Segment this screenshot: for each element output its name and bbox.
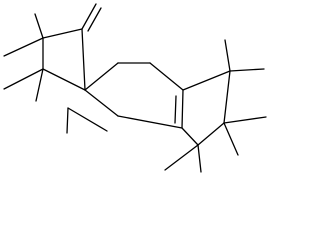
bond	[149, 62, 184, 91]
right-ring-methyl-groups	[164, 39, 267, 173]
cyclopentane-ring-left	[42, 28, 86, 91]
bond	[197, 144, 202, 173]
bond	[3, 37, 44, 57]
bond	[66, 107, 69, 134]
bond	[35, 68, 44, 102]
cyclohexene-ring-center	[84, 62, 184, 129]
bond	[164, 144, 199, 171]
bond	[84, 62, 119, 91]
bond	[229, 68, 265, 72]
bond	[181, 127, 199, 146]
bond	[34, 13, 44, 39]
bond	[223, 122, 239, 156]
molecule-canvas	[3, 3, 267, 173]
bond	[224, 39, 231, 72]
molecule-structure	[3, 3, 267, 173]
bond	[67, 107, 108, 132]
bond	[81, 3, 97, 30]
cyclopentene-ring-right	[181, 70, 231, 146]
bond	[42, 68, 86, 91]
bond	[223, 70, 231, 124]
bond	[223, 116, 267, 124]
bond	[84, 89, 119, 117]
bond	[42, 28, 83, 39]
left-ring-methyl-groups	[3, 13, 108, 134]
bond	[181, 89, 184, 129]
bond	[117, 115, 183, 129]
bond	[197, 122, 225, 146]
bond	[87, 7, 102, 32]
bond	[81, 28, 86, 91]
exocyclic-methylene-double-bond	[81, 3, 102, 32]
bond	[174, 95, 177, 124]
bond	[3, 68, 44, 90]
bond	[182, 70, 231, 91]
